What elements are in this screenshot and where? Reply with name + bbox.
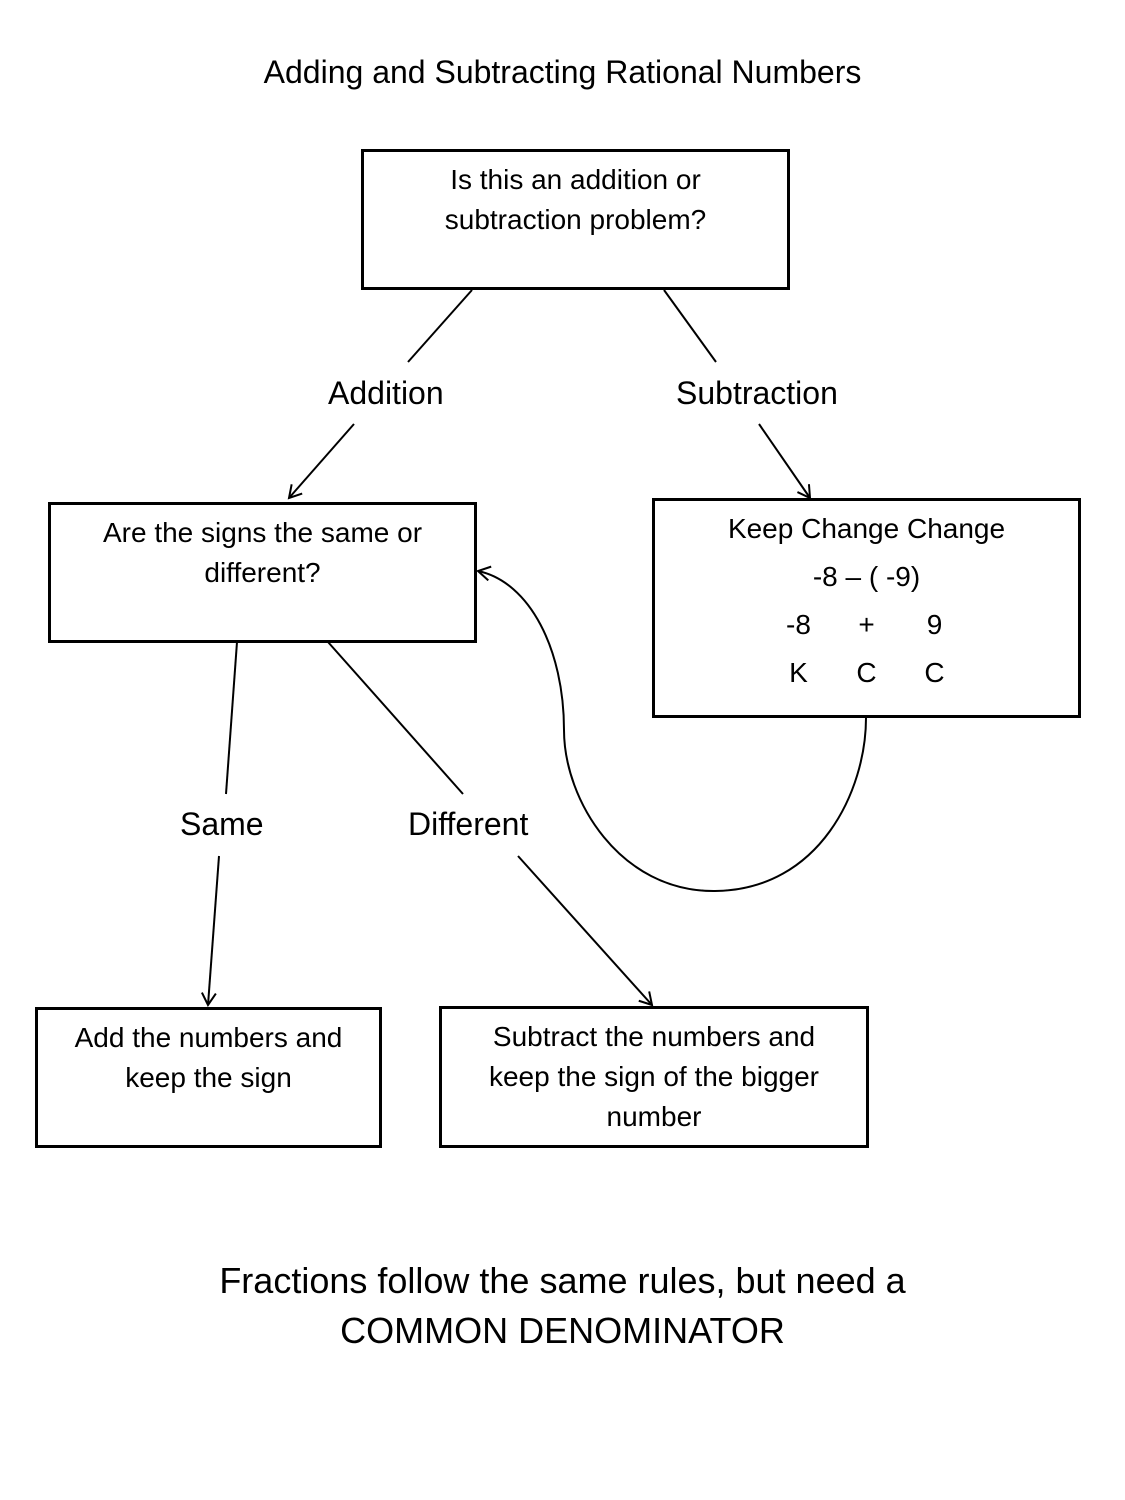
diagram-title: Adding and Subtracting Rational Numbers <box>263 54 862 90</box>
same-result-text: Add the numbers and keep the sign <box>74 1022 343 1093</box>
different-result-text: Subtract the numbers and keep the sign o… <box>488 1021 819 1132</box>
kcc-rewritten-term: -8 <box>786 609 811 640</box>
kcc-heading: Keep Change Change <box>727 513 1006 544</box>
footer-line-1: Fractions follow the same rules, but nee… <box>219 1260 906 1301</box>
arrow-same-to-add-box <box>201 855 220 1007</box>
signs-question-box: Are the signs the same or different? <box>48 502 477 643</box>
curved-arrow-kcc-to-signs <box>476 565 867 893</box>
kcc-rewritten-row: -8 + 9 <box>655 601 1078 649</box>
connector-question-to-addition <box>407 289 473 363</box>
edge-label-subtraction: Subtraction <box>676 375 838 411</box>
connector-question-to-subtraction <box>663 289 717 363</box>
footer-note: Fractions follow the same rules, but nee… <box>0 1256 1125 1356</box>
kcc-example: -8 – ( -9) <box>812 561 921 592</box>
keep-change-change-box: Keep Change Change -8 – ( -9) -8 + 9 K C… <box>652 498 1081 718</box>
kcc-letter: C <box>856 657 877 688</box>
arrow-different-to-subtract-box <box>517 855 654 1007</box>
connector-signs-to-different <box>327 641 464 795</box>
footer-line-2: COMMON DENOMINATOR <box>340 1310 785 1351</box>
question-text: Is this an addition or subtraction probl… <box>444 164 707 235</box>
edge-label-same: Same <box>180 806 264 842</box>
different-result-box: Subtract the numbers and keep the sign o… <box>439 1006 869 1148</box>
kcc-letter: C <box>924 657 945 688</box>
kcc-letter: K <box>789 657 808 688</box>
arrow-addition-to-signs <box>287 423 355 500</box>
same-result-box: Add the numbers and keep the sign <box>35 1007 382 1148</box>
edge-label-addition: Addition <box>328 375 444 411</box>
kcc-letters-row: K C C <box>655 649 1078 697</box>
signs-question-text: Are the signs the same or different? <box>102 517 423 588</box>
edge-label-different: Different <box>408 806 529 842</box>
connector-signs-to-same <box>225 641 238 795</box>
kcc-rewritten-term: 9 <box>926 609 943 640</box>
arrow-subtraction-to-kcc <box>758 423 812 500</box>
kcc-rewritten-term: + <box>858 609 875 640</box>
question-box: Is this an addition or subtraction probl… <box>361 149 790 290</box>
